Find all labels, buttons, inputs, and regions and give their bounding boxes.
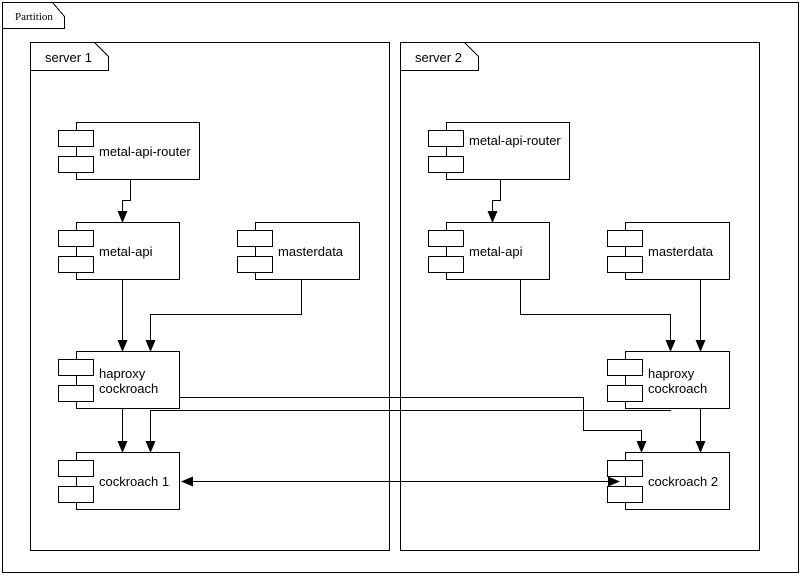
component-s2-haproxy-cockroach[interactable]: haproxy cockroach [607,351,730,409]
server-2-tab [400,42,479,71]
arrowhead-cockroach-left [181,476,193,487]
component-s1-cockroach-1[interactable]: cockroach 1 [58,452,180,510]
component-label: cockroach 2 [648,474,718,489]
component-label: metal-api [469,244,523,259]
server-2-label: server 2 [415,50,462,65]
component-tab-lower-icon [428,156,464,173]
connector-masterdata-to-haproxy-s1 [150,280,302,344]
arrowhead-cockroach-right [608,476,620,487]
component-tab-upper-icon [58,130,94,147]
component-tab-lower-icon [58,156,94,173]
component-tab-lower-icon [58,486,94,503]
connector-haproxy2-to-cockroach1 [150,410,671,445]
arrowhead-masterdata-to-haproxy-s1 [145,340,156,352]
arrowhead-api-to-haproxy-s2 [665,340,676,352]
component-s2-cockroach-2[interactable]: cockroach 2 [607,452,730,510]
connector-api-to-haproxy-s2 [520,280,671,344]
component-label: cockroach 1 [99,474,169,489]
component-tab-lower-icon [607,256,643,273]
component-label: metal-api [99,244,153,259]
component-label-line2: cockroach [648,381,707,396]
component-tab-upper-icon [237,230,273,247]
arrowhead-haproxy-to-cockroach1 [117,441,128,453]
component-s2-metal-api[interactable]: metal-api [428,222,550,280]
component-tab-upper-icon [58,460,94,477]
component-tab-upper-icon [428,230,464,247]
component-tab-upper-icon [607,359,643,376]
component-body[interactable] [76,122,200,180]
component-s1-masterdata[interactable]: masterdata [237,222,360,280]
component-body[interactable] [446,122,570,180]
component-s2-masterdata[interactable]: masterdata [607,222,730,280]
component-label-line1: haproxy [99,366,146,381]
component-label-line1: haproxy [648,366,695,381]
component-label: metal-api-router [469,133,561,148]
component-tab-lower-icon [237,256,273,273]
connector-haproxy1-to-cockroach2 [180,397,642,445]
arrowhead-haproxy2-to-cockroach1 [145,441,156,453]
component-tab-lower-icon [58,385,94,402]
component-label: masterdata [278,244,344,259]
arrowhead-router-to-api-s2 [487,211,498,223]
component-tab-upper-icon [58,359,94,376]
component-tab-lower-icon [58,256,94,273]
component-tab-upper-icon [607,460,643,477]
component-tab-upper-icon [58,230,94,247]
connector-router-to-api-s1 [122,180,131,215]
component-tab-upper-icon [428,130,464,147]
component-tab-lower-icon [607,486,643,503]
component-s1-metal-api[interactable]: metal-api [58,222,180,280]
component-label: masterdata [648,244,714,259]
connector-router-to-api-s2 [492,180,501,215]
connector-layer [117,180,706,487]
component-s1-haproxy-cockroach[interactable]: haproxy cockroach [58,351,180,409]
server-1-tab [30,42,109,71]
partition-tab [2,2,65,29]
arrowhead-haproxy1-to-cockroach2 [636,441,647,453]
component-tab-lower-icon [607,385,643,402]
component-label-line2: cockroach [99,381,158,396]
arrowhead-haproxy-to-cockroach2 [695,441,706,453]
component-tab-lower-icon [428,256,464,273]
component-s2-metal-api-router[interactable]: metal-api-router [428,122,570,180]
component-tab-upper-icon [607,230,643,247]
partition-label: Partition [15,11,53,23]
arrowhead-router-to-api-s1 [117,211,128,223]
arrowhead-api-to-haproxy-s1 [117,340,128,352]
component-s1-metal-api-router[interactable]: metal-api-router [58,122,200,180]
server-1-label: server 1 [45,50,92,65]
arrowhead-masterdata-to-haproxy-s2 [695,340,706,352]
component-label: metal-api-router [99,144,191,159]
